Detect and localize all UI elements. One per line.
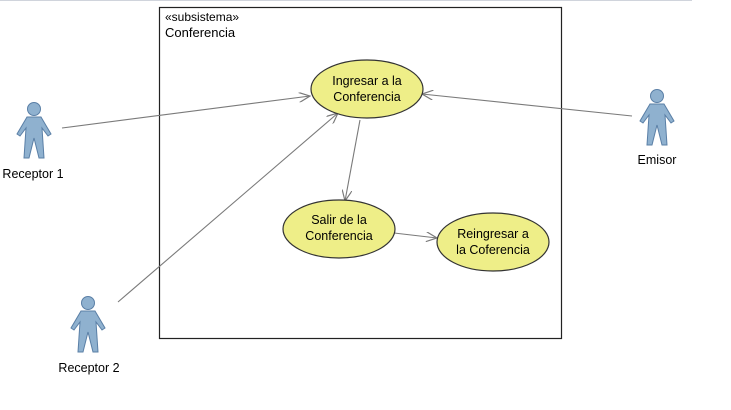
use-case-reingresar-line2: la Coferencia [456, 243, 530, 257]
actor-receptor1-label: Receptor 1 [2, 167, 63, 181]
use-case-salir[interactable]: Salir de la Conferencia [282, 199, 396, 259]
use-case-ingresar[interactable]: Ingresar a la Conferencia [310, 59, 424, 119]
flow-ingresar-salir[interactable] [345, 119, 361, 201]
use-case-salir-line2: Conferencia [305, 229, 372, 243]
association-emisor-ingresar[interactable] [422, 94, 633, 117]
subsystem-stereotype: «subsistema» [165, 10, 239, 24]
actor-emisor-figure-icon [639, 89, 675, 146]
actor-receptor1[interactable]: Receptor 1 [2, 102, 64, 182]
flow-salir-reingresar[interactable] [393, 233, 437, 238]
association-receptor1-ingresar[interactable] [61, 96, 310, 129]
actor-receptor2[interactable]: Receptor 2 [58, 296, 120, 376]
use-case-salir-line1: Salir de la [311, 213, 367, 227]
actor-receptor2-figure-icon [70, 296, 106, 353]
subsystem-boundary[interactable] [158, 6, 563, 340]
actor-emisor[interactable]: Emisor [638, 89, 677, 168]
actor-emisor-label: Emisor [638, 153, 677, 167]
use-case-reingresar[interactable]: Reingresar a la Coferencia [436, 212, 550, 272]
top-divider [0, 0, 692, 1]
association-receptor2-ingresar[interactable] [117, 113, 338, 303]
use-case-ingresar-line2: Conferencia [333, 90, 400, 104]
subsystem-name: Conferencia [165, 25, 236, 40]
use-case-reingresar-line1: Reingresar a [457, 227, 529, 241]
actor-receptor1-figure-icon [16, 102, 52, 159]
use-case-ingresar-line1: Ingresar a la [332, 74, 402, 88]
actor-receptor2-label: Receptor 2 [58, 361, 119, 375]
